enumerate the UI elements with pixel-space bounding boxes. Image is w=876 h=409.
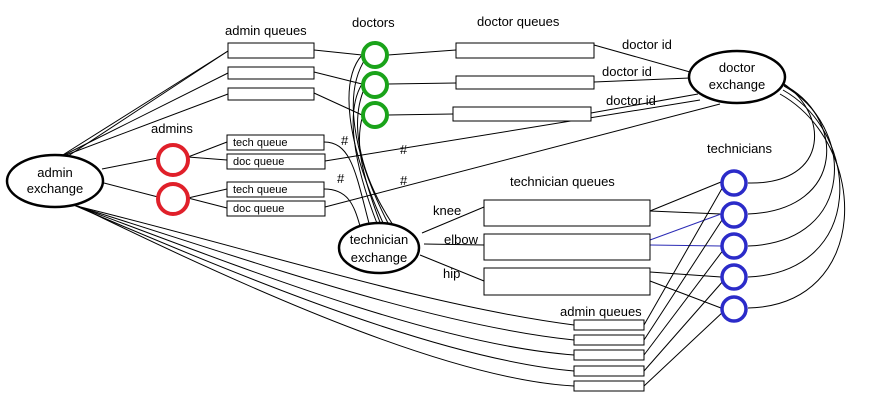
tech-queue-box (226, 181, 325, 198)
technician-node (720, 169, 748, 197)
doctor-queues-heading: doctor queues (477, 14, 560, 29)
technician-queues (483, 199, 651, 296)
doc-queue-label: doc queue (233, 203, 284, 215)
admin-queue-box (227, 66, 315, 80)
technician-node (720, 295, 748, 323)
tech-queue-box (226, 134, 325, 151)
doctor-queues (452, 42, 595, 122)
admin-exchange-label-line2: exchange (27, 181, 83, 196)
knee-queue-box (483, 199, 651, 227)
doctor-node (361, 71, 389, 99)
admin-queue-box (573, 365, 645, 377)
routing-key-doctor-id: doctor id (602, 64, 652, 79)
admin-queue-box (573, 319, 645, 331)
routing-key-hash: # (337, 171, 345, 186)
doc-queue-label: doc queue (233, 156, 284, 168)
admin-queues-bottom (573, 319, 645, 392)
technician-exchange-ellipse (337, 221, 421, 275)
doctor-exchange-label-line2: exchange (709, 77, 765, 92)
doc-queue-box (226, 200, 326, 217)
hip-queue-box (483, 267, 651, 296)
doctor-exchange: doctor exchange (687, 49, 787, 105)
routing-key-hip: hip (443, 266, 460, 281)
doctor-exchange-label-line1: doctor (719, 60, 756, 75)
routing-key-hash: # (400, 173, 408, 188)
tech-queue-label: tech queue (233, 137, 287, 149)
admin-queue-box (573, 349, 645, 361)
elbow-queue-box (483, 233, 651, 261)
admin-node (156, 143, 190, 177)
routing-key-doctor-id: doctor id (606, 93, 656, 108)
doctor-node (361, 101, 389, 129)
tech-queue-label: tech queue (233, 184, 287, 196)
admin-queues-bottom-heading: admin queues (560, 304, 642, 319)
doctor-queue-box (452, 106, 592, 122)
admin-queues-top-heading: admin queues (225, 23, 307, 38)
admin-queue-box (573, 334, 645, 346)
admin-nodes (156, 143, 190, 216)
doctor-node (361, 41, 389, 69)
admin-exchange-label-line1: admin (37, 165, 72, 180)
admin-node (156, 182, 190, 216)
doctor-queue-box (455, 75, 595, 90)
doctor-exchange-ellipse (687, 49, 787, 105)
doc-queue-box (226, 153, 326, 170)
admin-side-queues (226, 134, 326, 217)
doctor-nodes (361, 41, 389, 129)
doctors-heading: doctors (352, 15, 395, 30)
routing-key-hash: # (341, 133, 349, 148)
admin-exchange-ellipse (5, 153, 105, 209)
technician-exchange-label-line2: exchange (351, 250, 407, 265)
technician-node (720, 232, 748, 260)
admin-queue-box (227, 87, 315, 101)
technicians-heading: technicians (707, 141, 773, 156)
routing-key-elbow: elbow (444, 232, 479, 247)
technician-exchange-label-line1: technician (350, 232, 409, 247)
admin-exchange: admin exchange (5, 153, 105, 209)
routing-key-hash: # (400, 142, 408, 157)
technician-queues-heading: technician queues (510, 174, 615, 189)
routing-key-doctor-id: doctor id (622, 37, 672, 52)
connections (57, 44, 846, 387)
doctor-queue-box (455, 42, 595, 59)
admins-heading: admins (151, 121, 193, 136)
technician-node (720, 263, 748, 291)
routing-key-knee: knee (433, 203, 461, 218)
admin-queue-box (573, 380, 645, 392)
technician-exchange: technician exchange (337, 221, 421, 275)
technician-node (720, 201, 748, 229)
admin-queue-box (227, 42, 315, 59)
technician-nodes (720, 169, 748, 323)
admin-queues-top (227, 42, 315, 101)
